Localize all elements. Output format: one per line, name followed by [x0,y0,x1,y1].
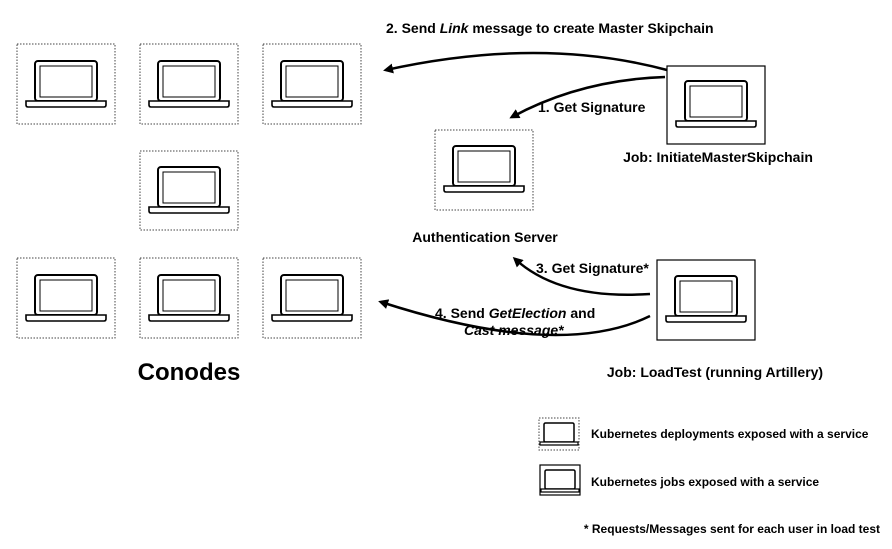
conode-node [139,43,239,125]
step2-label: 2. Send Link message to create Master Sk… [386,20,714,36]
arrow-get-signature-loadtest [512,256,651,296]
laptop-icon [25,274,107,322]
legend-deployments-text: Kubernetes deployments exposed with a se… [591,427,869,441]
laptop-icon [148,166,230,214]
job-initiate-node: Job: InitiateMasterSkipchain [623,65,813,165]
laptop-icon [25,60,107,108]
job-loadtest-node: Job: LoadTest (running Artillery) [607,259,823,380]
conode-node [139,257,239,339]
conode-cluster: Conodes [16,43,362,386]
step3-label: 3. Get Signature* [536,260,649,276]
laptop-icon [271,274,353,322]
arrow-send-election [378,299,651,337]
laptop-icon [271,60,353,108]
laptop-icon [665,275,747,323]
step4-label-line2: Cast message* [464,322,564,338]
legend-jobs-text: Kubernetes jobs exposed with a service [591,475,819,489]
laptop-icon [675,80,757,128]
job-initiate-label: Job: InitiateMasterSkipchain [623,149,813,165]
auth-server-label: Authentication Server [412,229,558,245]
conode-node [16,43,116,125]
arrow-get-signature [509,75,666,119]
legend-deployments: Kubernetes deployments exposed with a se… [538,417,869,451]
laptop-icon [148,274,230,322]
conodes-label: Conodes [138,359,241,386]
footnote: * Requests/Messages sent for each user i… [584,522,880,536]
conode-node [139,150,239,231]
conode-node [262,257,362,339]
conode-node [262,43,362,125]
laptop-icon [148,60,230,108]
legend: Kubernetes deployments exposed with a se… [538,417,869,496]
step4-label-line1: 4. Send GetElection and [435,305,595,321]
arrow-link-message [383,51,668,74]
laptop-icon [540,469,580,493]
laptop-icon [443,145,525,193]
step1-label: 1. Get Signature [538,99,646,115]
legend-jobs: Kubernetes jobs exposed with a service [539,464,819,496]
laptop-icon [539,422,579,446]
conode-node [16,257,116,339]
auth-server-node: Authentication Server [412,129,558,245]
job-loadtest-label: Job: LoadTest (running Artillery) [607,364,823,380]
